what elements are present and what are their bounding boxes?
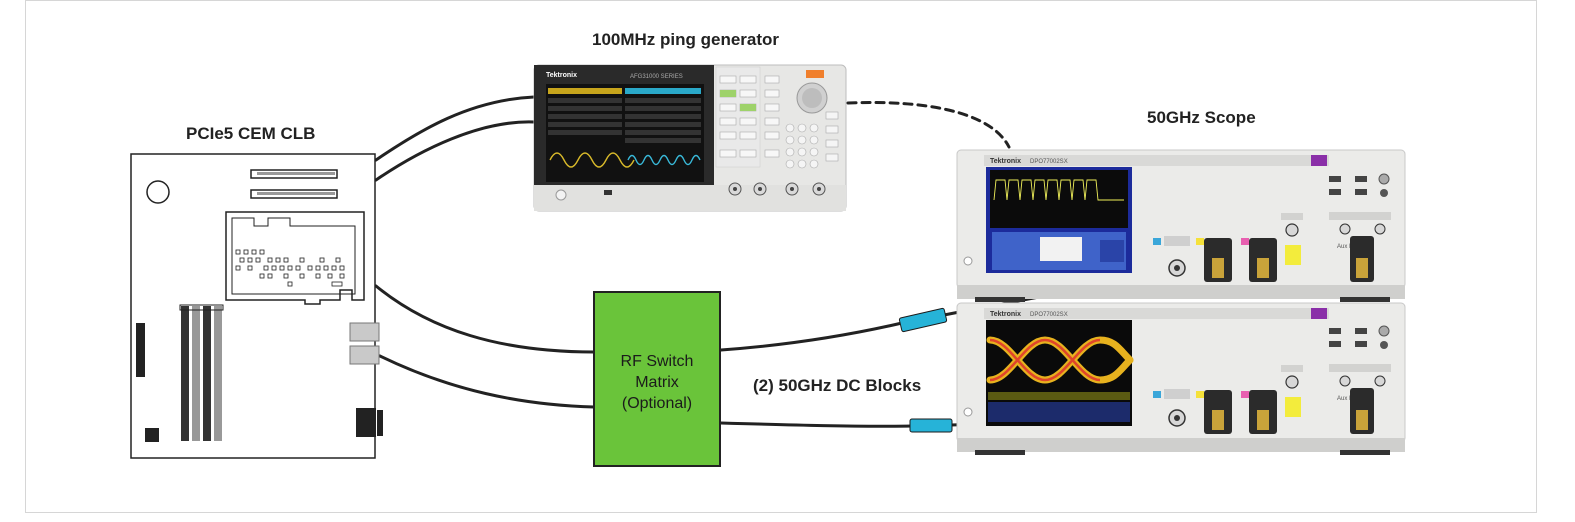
sma-connector-2 <box>349 345 380 365</box>
cable-trigger-dashed <box>846 101 1011 149</box>
rf-switch-matrix: RF Switch Matrix (Optional) <box>593 291 721 467</box>
scope-label: 50GHz Scope <box>1147 108 1256 127</box>
scope-top-brand: Tektronix <box>990 158 1021 165</box>
switch-label-line1: RF Switch <box>621 353 694 370</box>
scope-top-aux: Aux In <box>1337 244 1354 250</box>
cable-clb-generator-2 <box>374 120 536 182</box>
switch-label-line2: Matrix <box>635 374 679 391</box>
generator-label: 100MHz ping generator <box>592 30 779 49</box>
clb-label: PCIe5 CEM CLB <box>186 124 315 143</box>
generator-brand: Tektronix <box>546 72 577 79</box>
scope-unit-bottom: Tektronix DPO77002SX <box>956 302 1406 455</box>
scope-bottom-brand: Tektronix <box>990 311 1021 318</box>
scope-bottom-series: DPO77002SX <box>1030 312 1068 318</box>
cable-clb-switch-1 <box>374 284 596 354</box>
dc-blocks <box>898 307 953 433</box>
generator-series: AFG31000 SERIES <box>630 74 683 80</box>
ping-generator: Tektronix AFG31000 SERIES <box>533 64 847 212</box>
dc-block-1 <box>898 307 948 333</box>
scope-top-series: DPO77002SX <box>1030 159 1068 165</box>
scope-bottom-aux: Aux In <box>1337 396 1354 402</box>
cable-clb-generator-1 <box>374 95 536 162</box>
dc-blocks-label: (2) 50GHz DC Blocks <box>753 376 921 395</box>
switch-label-line3: (Optional) <box>622 395 692 412</box>
cable-switch-dcblock-1 <box>719 321 904 352</box>
mounting-hole-icon <box>146 180 170 204</box>
scope-unit-top: Tektronix DPO77002SX Au <box>956 149 1406 302</box>
dc-block-2 <box>909 418 953 433</box>
sma-connector-1 <box>349 322 380 342</box>
cable-switch-dcblock-2 <box>719 421 914 428</box>
cable-clb-switch-2 <box>378 354 596 409</box>
clb-board <box>130 153 383 459</box>
